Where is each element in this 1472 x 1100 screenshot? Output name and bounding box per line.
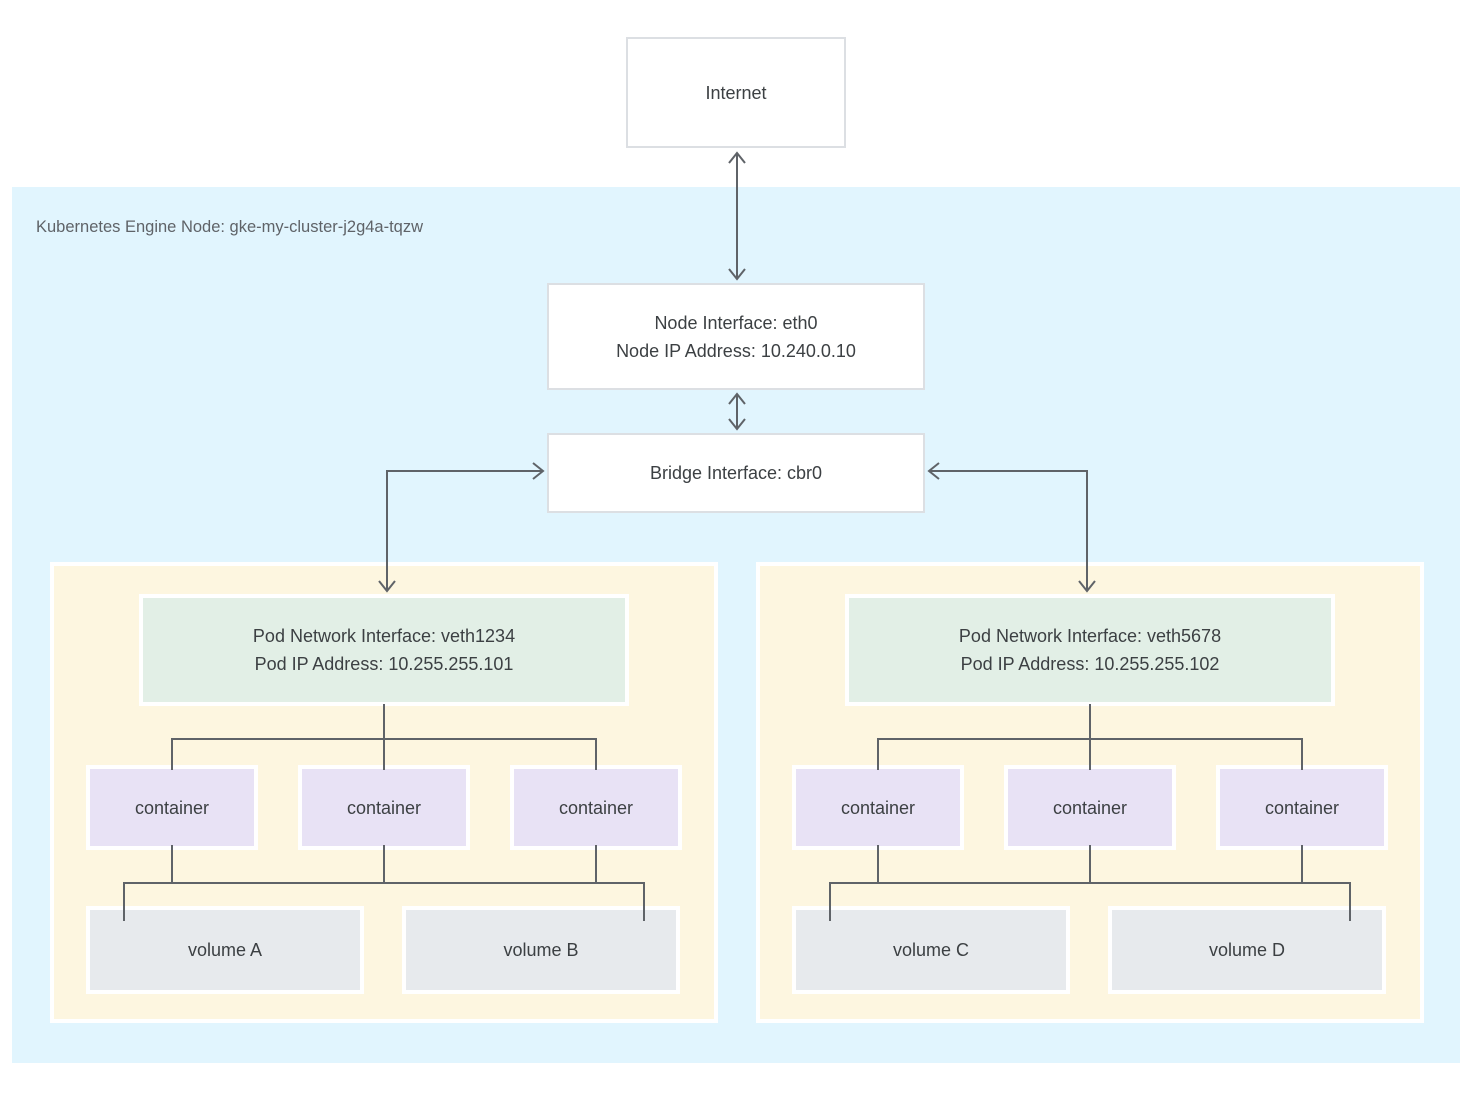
pod-2-container-2: container — [1004, 765, 1176, 850]
volume-label: volume D — [1208, 940, 1286, 960]
pod-2-network-interface-box: Pod Network Interface: veth5678 Pod IP A… — [845, 594, 1335, 706]
pod-1-container-1: container — [86, 765, 258, 850]
pod-1-ip-address: Pod IP Address: 10.255.255.101 — [254, 654, 514, 674]
internet-box: Internet — [626, 37, 846, 148]
pod-1-container-2: container — [298, 765, 470, 850]
pod-2-interface-name: Pod Network Interface: veth5678 — [958, 626, 1222, 646]
container-label: container — [1264, 797, 1340, 818]
pod-2-container-3: container — [1216, 765, 1388, 850]
node-ip-address: Node IP Address: 10.240.0.10 — [616, 340, 856, 361]
volume-label: volume C — [892, 940, 970, 960]
pod-2: Pod Network Interface: veth5678 Pod IP A… — [756, 562, 1424, 1023]
volume-label: volume B — [503, 940, 579, 960]
volume-label: volume A — [187, 940, 263, 960]
cluster-label: Kubernetes Engine Node: gke-my-cluster-j… — [36, 218, 424, 236]
pod-1: Pod Network Interface: veth1234 Pod IP A… — [50, 562, 718, 1023]
pod-2-volume-c: volume C — [792, 906, 1070, 994]
pod-1-network-interface-box: Pod Network Interface: veth1234 Pod IP A… — [139, 594, 629, 706]
pod-2-ip-address: Pod IP Address: 10.255.255.102 — [960, 654, 1220, 674]
container-label: container — [134, 797, 210, 818]
pod-2-container-1: container — [792, 765, 964, 850]
pod-1-volume-a: volume A — [86, 906, 364, 994]
container-label: container — [558, 797, 634, 818]
internet-label: Internet — [705, 82, 767, 103]
pod-2-volume-d: volume D — [1108, 906, 1386, 994]
container-label: container — [1052, 797, 1128, 818]
bridge-interface-label: Bridge Interface: cbr0 — [649, 463, 823, 483]
container-label: container — [840, 797, 916, 818]
pod-1-volume-b: volume B — [402, 906, 680, 994]
pod-1-interface-name: Pod Network Interface: veth1234 — [252, 626, 516, 646]
pod-1-container-3: container — [510, 765, 682, 850]
bridge-interface-box: Bridge Interface: cbr0 — [547, 433, 925, 513]
node-interface-box: Node Interface: eth0 Node IP Address: 10… — [547, 283, 925, 390]
container-label: container — [346, 797, 422, 818]
node-interface-name: Node Interface: eth0 — [654, 312, 818, 333]
